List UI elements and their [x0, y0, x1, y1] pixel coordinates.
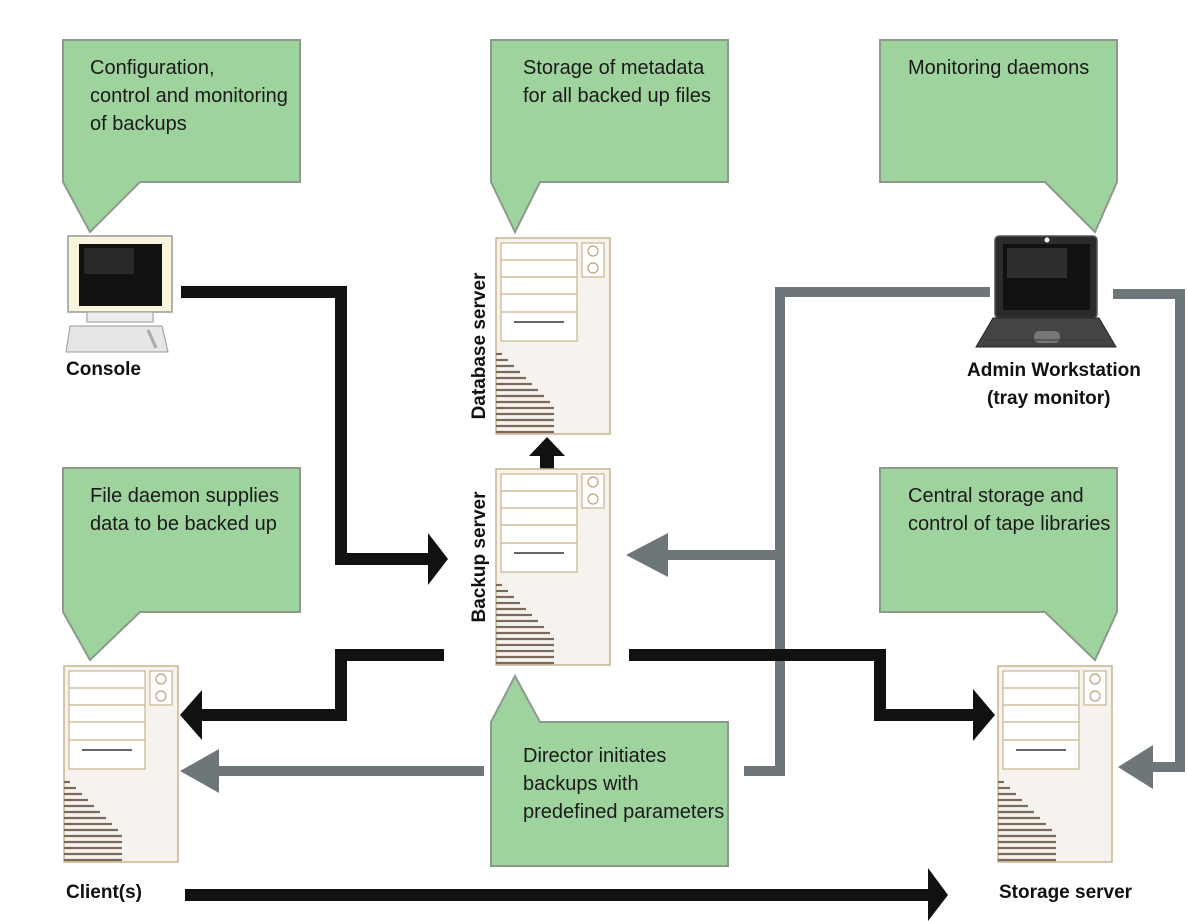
callout-file-daemon-text: File daemon supplies data to be backed u…	[90, 485, 279, 535]
callout-console	[62, 39, 301, 234]
arrowhead-to-backup-server	[626, 533, 668, 577]
arrowhead-to-storage-server	[1118, 745, 1153, 789]
arrowhead-to-client	[180, 749, 219, 793]
callout-database-text: Storage of metadata for all backed up fi…	[523, 57, 711, 107]
callout-storage	[879, 467, 1118, 662]
callout-director	[490, 673, 729, 867]
admin-laptop-icon	[975, 235, 1117, 348]
callout-director-text: Director initiates backups with predefin…	[523, 745, 725, 823]
callout-file-daemon	[62, 467, 301, 662]
storage-server-icon	[996, 664, 1114, 864]
callout-storage-text: Central storage and control of tape libr…	[908, 485, 1111, 535]
monitoring-connections	[180, 287, 1185, 793]
backup-server-icon	[494, 467, 612, 667]
arrowhead-client-to-storage	[928, 868, 948, 921]
arrowhead-backup-to-storage	[973, 689, 995, 741]
control-connections	[180, 286, 995, 921]
storage-server-label: Storage server	[999, 882, 1133, 903]
database-server-label: Database server	[469, 272, 490, 420]
database-server-icon	[494, 236, 612, 436]
admin-workstation-label: Admin Workstation	[967, 360, 1141, 381]
tray-monitor-label: (tray monitor)	[987, 388, 1111, 409]
callout-monitoring	[879, 39, 1118, 234]
arrowhead-backup-to-client	[180, 690, 202, 740]
console-label: Console	[66, 359, 141, 380]
arrowhead-backup-to-database	[529, 437, 565, 456]
arrowhead-console-to-backup	[428, 533, 448, 585]
callout-console-text: Configuration, control and monitoring of…	[90, 57, 288, 135]
clients-label: Client(s)	[66, 882, 142, 903]
client-server-icon	[62, 664, 180, 864]
callout-database	[490, 39, 729, 235]
callout-monitoring-text: Monitoring daemons	[908, 57, 1090, 79]
backup-server-label: Backup server	[469, 491, 490, 623]
console-monitor-icon	[65, 235, 173, 353]
